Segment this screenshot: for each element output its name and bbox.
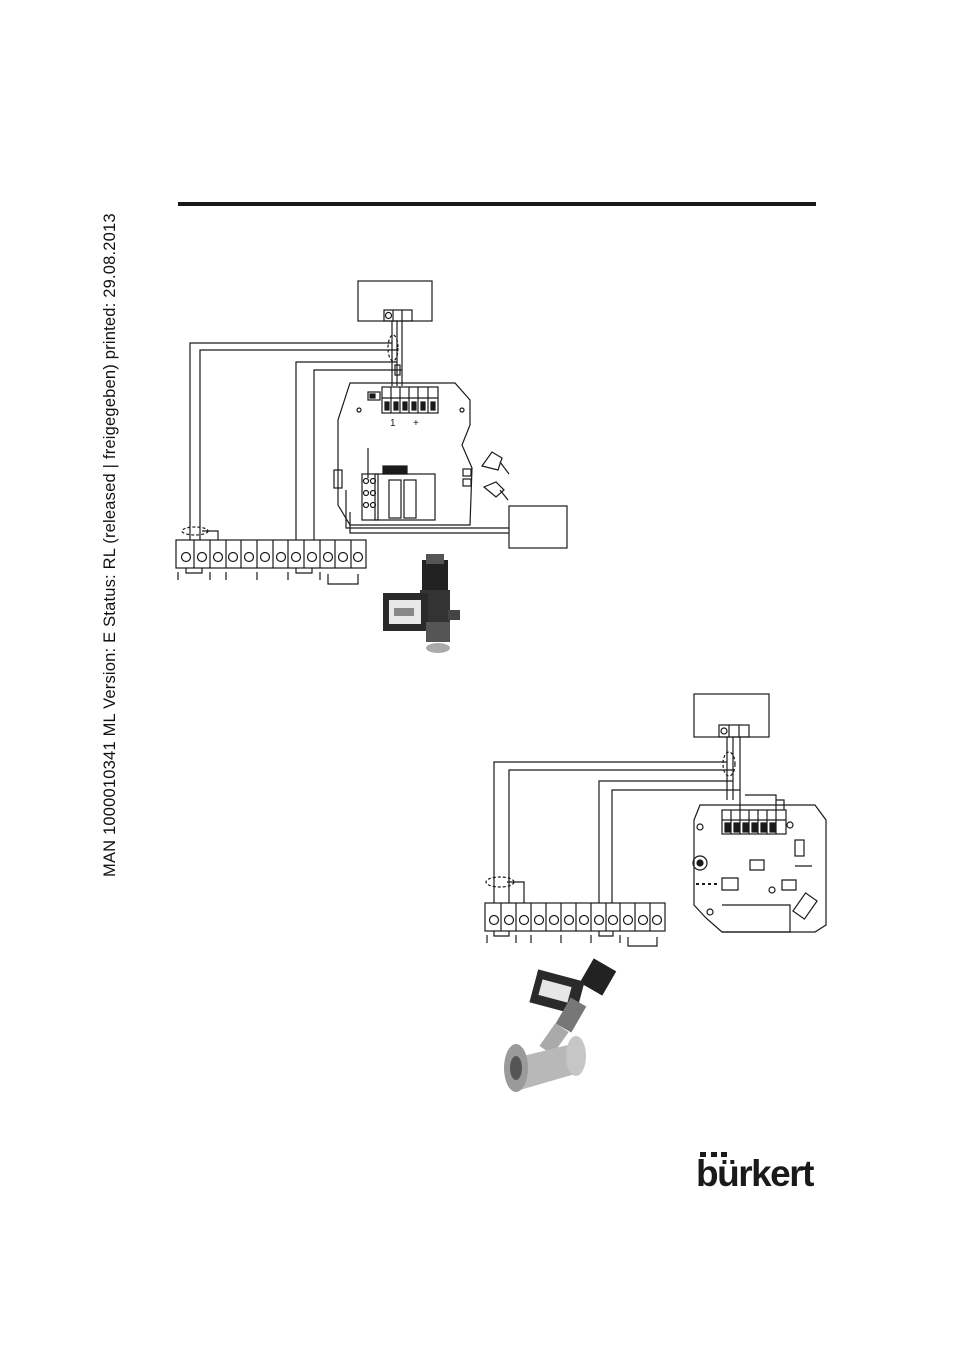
controller-board-lower <box>694 805 826 932</box>
burkert-logo: bürkert <box>696 1152 818 1196</box>
terminal-marker-1: 1 <box>390 418 396 429</box>
sensor-box <box>509 506 567 548</box>
terminal-marker-plus: + <box>413 418 419 429</box>
wiring-diagram-upper: 1 + <box>176 281 567 653</box>
solenoid-valve-image <box>383 554 460 653</box>
power-supply-box-lower <box>694 694 769 737</box>
logo-text: bürkert <box>696 1154 813 1194</box>
ground-icon <box>721 728 727 734</box>
ground-icon <box>386 313 392 319</box>
wiring-diagram-lower <box>485 694 826 1092</box>
power-supply-box <box>358 281 432 321</box>
angle-seat-valve-image <box>504 958 616 1092</box>
